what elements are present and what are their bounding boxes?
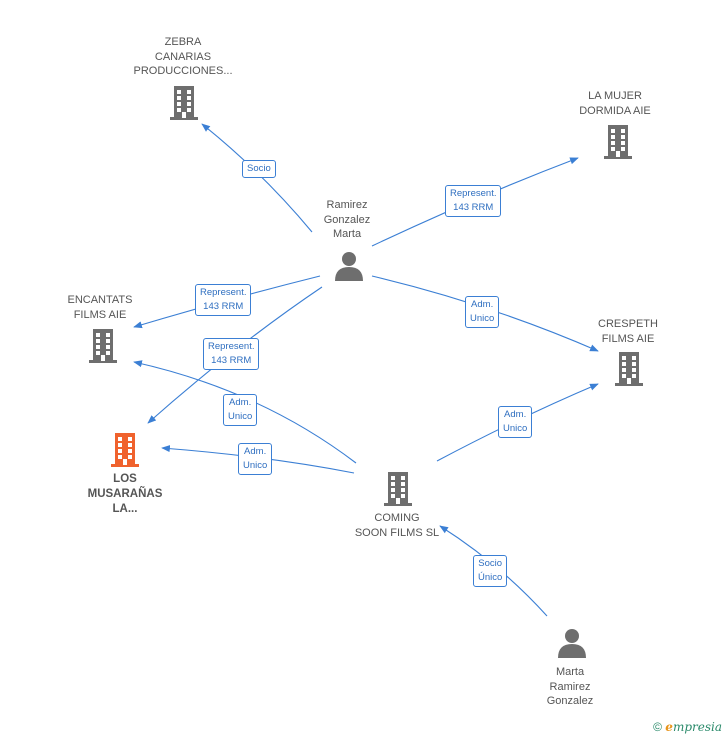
edge-label-represent: Represent. 143 RRM <box>203 338 260 370</box>
edge-label-socio-unico: Socio Único <box>473 555 508 587</box>
edge-ramirez-zebra <box>201 123 313 233</box>
building-icon <box>89 329 117 363</box>
building-icon <box>604 125 632 159</box>
edge-label-adm-unico: Adm. Unico <box>238 443 273 475</box>
node-label-coming[interactable]: COMING SOON FILMS SL <box>354 512 440 539</box>
node-label-la-mujer[interactable]: LA MUJER DORMIDA AIE <box>579 90 651 117</box>
node-label-ramirez[interactable]: Ramirez Gonzalez Marta <box>323 199 371 240</box>
node-label-crespeth[interactable]: CRESPETH FILMS AIE <box>598 318 658 345</box>
person-icon <box>558 629 586 658</box>
brand-logo: empresia <box>665 720 722 734</box>
building-icon <box>615 352 643 386</box>
building-icon <box>170 86 198 120</box>
edge-label-adm-unico: Adm. Unico <box>498 406 533 438</box>
node-label-musaranas[interactable]: LOS MUSARAÑAS LA... <box>87 473 163 515</box>
node-label-zebra[interactable]: ZEBRA CANARIAS PRODUCCIONES... <box>133 36 233 77</box>
edge-label-socio: Socio <box>242 160 276 178</box>
edge-label-adm-unico: Adm. Unico <box>223 394 258 426</box>
building-icon-highlighted <box>111 433 139 467</box>
edge-label-adm-unico: Adm. Unico <box>465 296 500 328</box>
copyright-icon: © <box>653 720 662 734</box>
edge-label-represent: Represent. 143 RRM <box>195 284 252 316</box>
node-label-marta[interactable]: Marta Ramirez Gonzalez <box>546 666 594 707</box>
node-label-encantats[interactable]: ENCANTATS FILMS AIE <box>67 294 133 321</box>
building-icon <box>384 472 412 506</box>
edge-label-represent: Represent. 143 RRM <box>445 185 502 217</box>
brand-footer: © empresia <box>653 720 722 734</box>
person-icon <box>335 252 363 281</box>
